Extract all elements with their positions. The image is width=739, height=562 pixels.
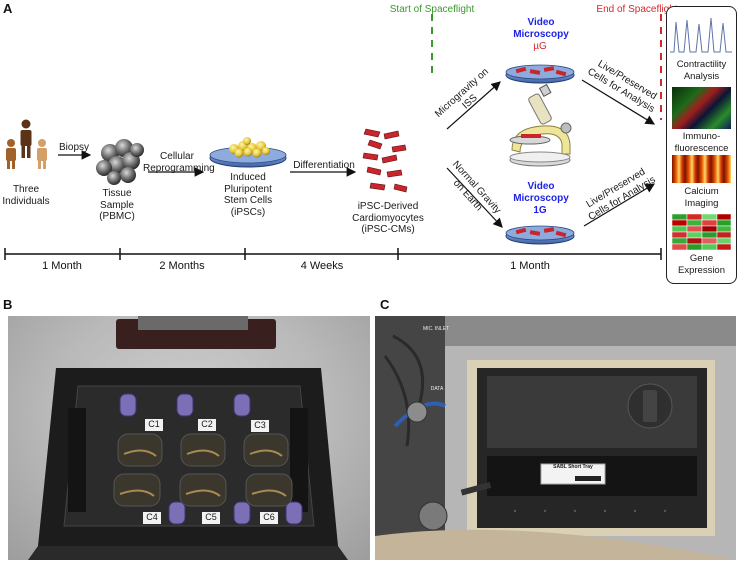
well-label-c3: C3 [251, 420, 269, 432]
timeline-axis [4, 248, 662, 260]
ipsc-dish [209, 137, 287, 168]
analysis-panel: Contractility Analysis Immuno-fluorescen… [666, 6, 737, 284]
contractility-label: Contractility Analysis [676, 59, 727, 82]
start-of-spaceflight-label: Start of Spaceflight [389, 4, 475, 15]
cardiomyocytes-icon [362, 128, 408, 193]
timeline-label-3: 4 Weeks [300, 260, 344, 272]
spaceflight-markers [431, 14, 662, 120]
cellular-reprogramming-label: Cellular Reprogramming [143, 151, 215, 174]
differentiation-label: Differentiation [293, 160, 355, 171]
contractility-trace [670, 17, 732, 53]
panel-a-letter: A [3, 1, 13, 16]
hardware-photo-b: C1 C2 C3 C4 C5 C6 [8, 316, 370, 560]
immunofluorescence-image [672, 87, 731, 129]
well-label-c5: C5 [202, 512, 220, 524]
well-label-c4: C4 [143, 512, 161, 524]
timeline-label-1: 1 Month [42, 260, 82, 272]
pbmc-cell-cluster [96, 139, 144, 185]
three-individuals-label: Three Individuals [2, 184, 50, 207]
gene-expression-label: Gene Expression [678, 253, 725, 276]
video-microscopy-bottom: Video Microscopy [513, 181, 569, 204]
calcium-imaging-label: Calcium Imaging [684, 186, 719, 209]
dish-microgravity [505, 64, 575, 84]
biopsy-label: Biopsy [58, 142, 89, 153]
normal-gravity-arrow [446, 167, 503, 228]
ipsc-cm-label: iPSC-Derived Cardiomyocytes (iPSC-CMs) [352, 201, 424, 235]
tissue-sample-label: Tissue Sample (PBMC) [99, 188, 135, 222]
calcium-imaging-image [672, 155, 731, 183]
timeline-label-4: 1 Month [510, 260, 550, 272]
gene-expression-heatmap [672, 214, 731, 250]
workflow-diagram [4, 64, 662, 260]
timeline-label-2: 2 Months [159, 260, 205, 272]
tray-label: SABL Short Tray [553, 464, 593, 470]
immunofluorescence-label: Immuno-fluorescence [674, 131, 729, 154]
microgravity-arrow [446, 81, 501, 130]
panel-b-letter: B [3, 297, 13, 312]
ipsc-label: Induced Pluripotent Stem Cells (iPSCs) [223, 172, 273, 218]
analysis-arrow-top [581, 79, 656, 125]
panel-c-letter: C [380, 297, 390, 312]
microscope-icon [509, 83, 572, 167]
end-of-spaceflight-label: End of Spaceflight [596, 4, 678, 15]
one-g-label: 1G [533, 205, 547, 216]
analysis-arrow-bottom [583, 183, 656, 227]
side-label-mic-inlet: MIC. INLET [422, 326, 450, 332]
well-label-c6: C6 [260, 512, 278, 524]
microgravity-ug-label: µG [533, 41, 547, 52]
well-label-c2: C2 [198, 419, 216, 431]
culture-box-drawing [28, 316, 348, 560]
dish-earth [505, 225, 575, 245]
well-label-c1: C1 [145, 419, 163, 431]
iss-photo-c: SABL Short Tray DATA MIC. INLET [375, 316, 736, 560]
side-label-data: DATA [430, 386, 444, 392]
three-individuals-icon [6, 119, 47, 169]
incubator-drawing [375, 316, 736, 560]
video-microscopy-top: Video Microscopy [513, 17, 569, 40]
